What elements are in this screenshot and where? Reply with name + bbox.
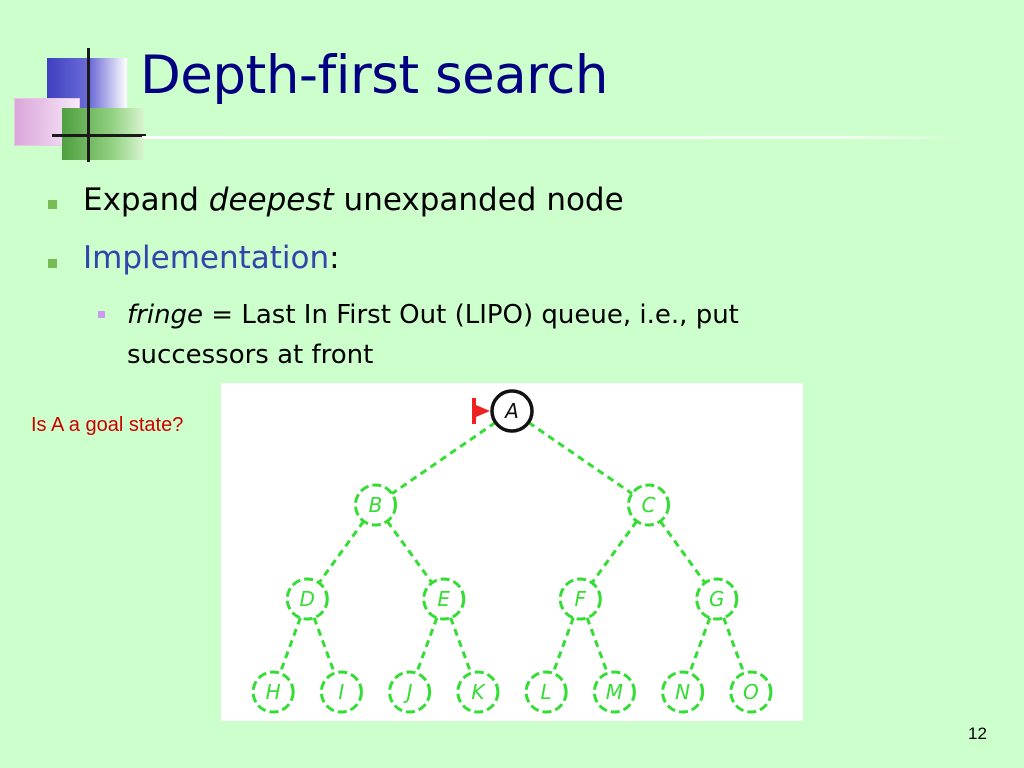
tree-edge-E-J (415, 617, 439, 674)
tree-node-G: G (695, 577, 739, 621)
tree-node-label: I (338, 680, 344, 704)
tree-node-label: H (266, 680, 281, 704)
tree-edge-G-O (722, 617, 746, 674)
tree-node-J: J (388, 670, 432, 714)
tree-node-label: L (541, 680, 552, 704)
search-tree-panel: A B C D E F G H I J K L M N O (221, 383, 803, 721)
bullet-square-icon (48, 200, 57, 209)
tree-node-label: A (503, 399, 519, 423)
bullet-expand: Expand deepest unexpanded node (83, 182, 624, 218)
tree-edge-B-D (317, 520, 365, 584)
sub-bullet-line2: successors at front (127, 340, 374, 370)
tree-node-B: B (354, 483, 397, 527)
tree-edge-E-K (449, 617, 473, 674)
sub-bullet-emphasis: fringe (127, 300, 204, 330)
bullet-implementation: Implementation: (83, 240, 340, 276)
tree-node-label: G (709, 587, 725, 611)
sub-bullet-fringe: fringe = Last In First Out (LIPO) queue,… (127, 295, 739, 375)
tree-edge-B-E (386, 520, 434, 584)
bullet-emphasis: deepest (208, 182, 334, 218)
slide-title: Depth-first search (140, 45, 609, 106)
goal-question-note: Is A a goal state? (31, 414, 184, 436)
tree-edge-D-H (278, 617, 302, 674)
tree-edge-F-M (585, 617, 609, 674)
tree-node-A: A (490, 389, 534, 433)
current-node-marker-icon (472, 398, 490, 424)
tree-edge-A-C (527, 421, 633, 495)
sub-bullet-line1: = Last In First Out (LIPO) queue, i.e., … (203, 300, 739, 330)
tree-edge-G-N (688, 617, 712, 674)
tree-edge-F-L (551, 617, 575, 674)
tree-node-label: F (574, 587, 586, 611)
tree-node-label: E (437, 587, 450, 611)
tree-edge-D-I (312, 617, 336, 674)
logo-horizontal-line (52, 134, 146, 137)
tree-node-label: K (471, 680, 486, 704)
tree-node-label: O (743, 680, 759, 704)
tree-node-H: H (251, 670, 295, 714)
tree-edge-C-G (659, 520, 707, 584)
tree-edge-C-F (590, 520, 638, 584)
bullet-text: Expand (83, 182, 209, 218)
page-number: 12 (968, 724, 987, 743)
tree-edge-A-B (391, 421, 497, 495)
tree-node-L: L (524, 670, 568, 714)
bullet-square-icon (48, 259, 57, 268)
bullet-text: unexpanded node (333, 182, 624, 218)
tree-node-label: J (403, 680, 413, 704)
tree-node-I: I (319, 670, 363, 714)
tree-node-label: C (642, 493, 656, 517)
tree-node-O: O (729, 670, 773, 714)
sub-bullet-square-icon (98, 311, 105, 318)
tree-node-label: N (675, 680, 690, 704)
implementation-link[interactable]: Implementation (83, 240, 330, 276)
tree-node-F: F (558, 577, 602, 621)
logo-vertical-line (87, 48, 90, 162)
title-underline (142, 136, 972, 139)
tree-node-label: D (300, 587, 315, 611)
bullet-text: : (329, 240, 340, 276)
tree-node-N: N (661, 670, 705, 714)
tree-node-E: E (422, 577, 466, 621)
tree-node-D: D (285, 577, 329, 621)
tree-node-K: K (456, 670, 500, 714)
tree-node-label: B (369, 493, 383, 517)
search-tree-diagram: A B C D E F G H I J K L M N O (251, 389, 773, 714)
tree-node-M: M (592, 670, 636, 714)
tree-node-C: C (627, 483, 670, 527)
tree-node-label: M (606, 680, 623, 704)
